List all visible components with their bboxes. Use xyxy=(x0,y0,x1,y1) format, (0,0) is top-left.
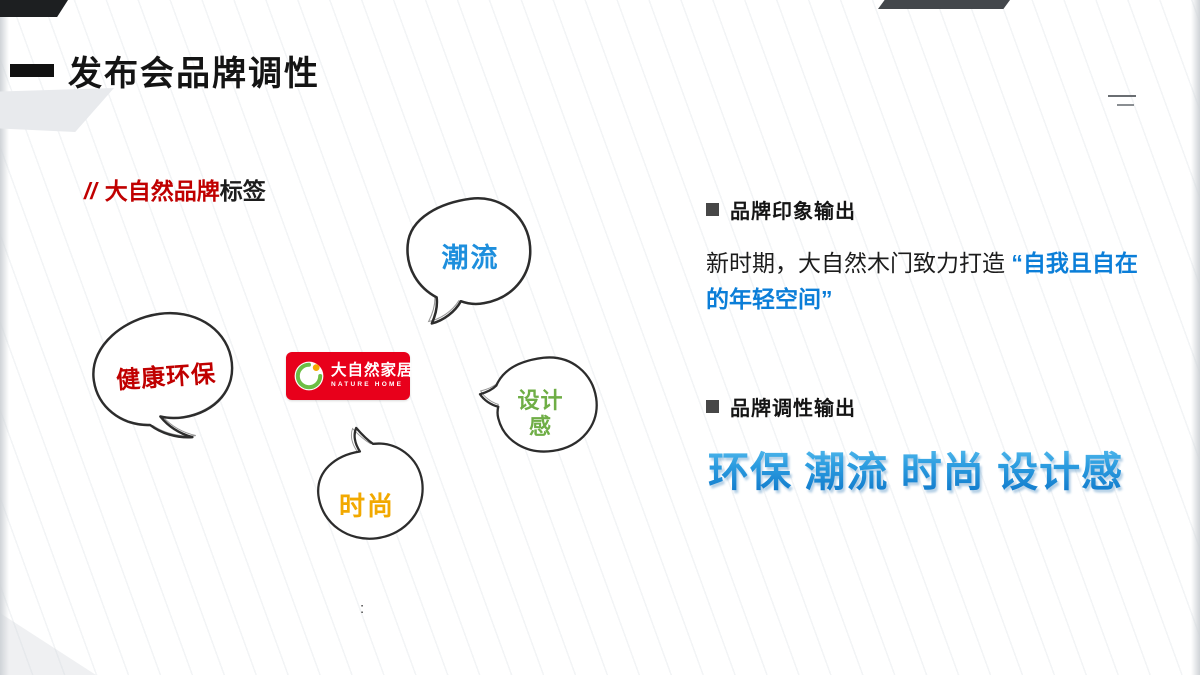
logo-text-block: 大自然家居 NATURE HOME xyxy=(331,363,414,388)
speech-bubble-top: 潮流 xyxy=(398,192,543,337)
right-edge-shade xyxy=(1191,0,1200,675)
footer-colon: : xyxy=(360,600,365,617)
tag-header-red-text: 大自然品牌 xyxy=(104,178,220,204)
bubble-label-design: 设计 感 xyxy=(478,388,603,441)
paragraph-black-part: 新时期，大自然木门致力打造 xyxy=(706,250,1012,276)
top-left-corner-bar xyxy=(0,0,68,17)
brand-keywords: 环保 潮流 时尚 设计感 xyxy=(708,438,1123,498)
nature-home-logo-icon xyxy=(294,361,324,391)
double-slash-mark: // xyxy=(84,178,97,204)
top-right-corner-bar xyxy=(878,0,1010,9)
speech-bubble-left: 健康环保 xyxy=(86,305,246,447)
sketch-bubble-icon xyxy=(317,426,424,540)
paragraph-blue-quote: “自我且自在的年轻空间” xyxy=(706,250,1138,312)
brand-impression-paragraph: 新时期，大自然木门致力打造 “自我且自在的年轻空间” xyxy=(706,246,1158,317)
bubble-label-design-line1: 设计 xyxy=(517,388,564,413)
bubble-label-trend: 潮流 xyxy=(441,243,500,273)
bubble-label-fashion: 时尚 xyxy=(338,491,395,521)
section-brand-impression: 品牌印象输出 xyxy=(706,195,856,224)
bottom-left-corner-shape xyxy=(0,613,96,675)
title-dash-bar xyxy=(10,64,54,77)
bubble-label-design-line2: 感 xyxy=(528,414,552,440)
logo-cn-text: 大自然家居 xyxy=(331,362,414,380)
speech-bubble-right: 设计 感 xyxy=(478,352,603,472)
speech-bubble-bottom: 时尚 xyxy=(308,426,426,558)
square-bullet-icon xyxy=(706,203,719,216)
sketch-bubble-icon xyxy=(92,311,234,439)
top-right-dash-2 xyxy=(1117,104,1134,106)
square-bullet-icon xyxy=(706,400,719,413)
top-right-dash-1 xyxy=(1108,95,1136,97)
nature-home-logo: 大自然家居 NATURE HOME xyxy=(286,352,413,400)
page-title: 发布会品牌调性 xyxy=(68,55,320,93)
tag-header-black-text: 标签 xyxy=(219,178,266,204)
sketch-bubble-icon xyxy=(406,197,532,325)
section1-title: 品牌印象输出 xyxy=(730,201,856,223)
sketch-bubble-icon xyxy=(478,356,598,453)
brand-tag-header: // 大自然品牌标签 xyxy=(84,172,266,206)
logo-en-text: NATURE HOME xyxy=(331,380,404,388)
title-row: 发布会品牌调性 xyxy=(10,46,320,95)
section2-title: 品牌调性输出 xyxy=(730,398,856,420)
section-brand-tonality: 品牌调性输出 xyxy=(706,392,856,421)
left-edge-shade xyxy=(0,0,9,675)
